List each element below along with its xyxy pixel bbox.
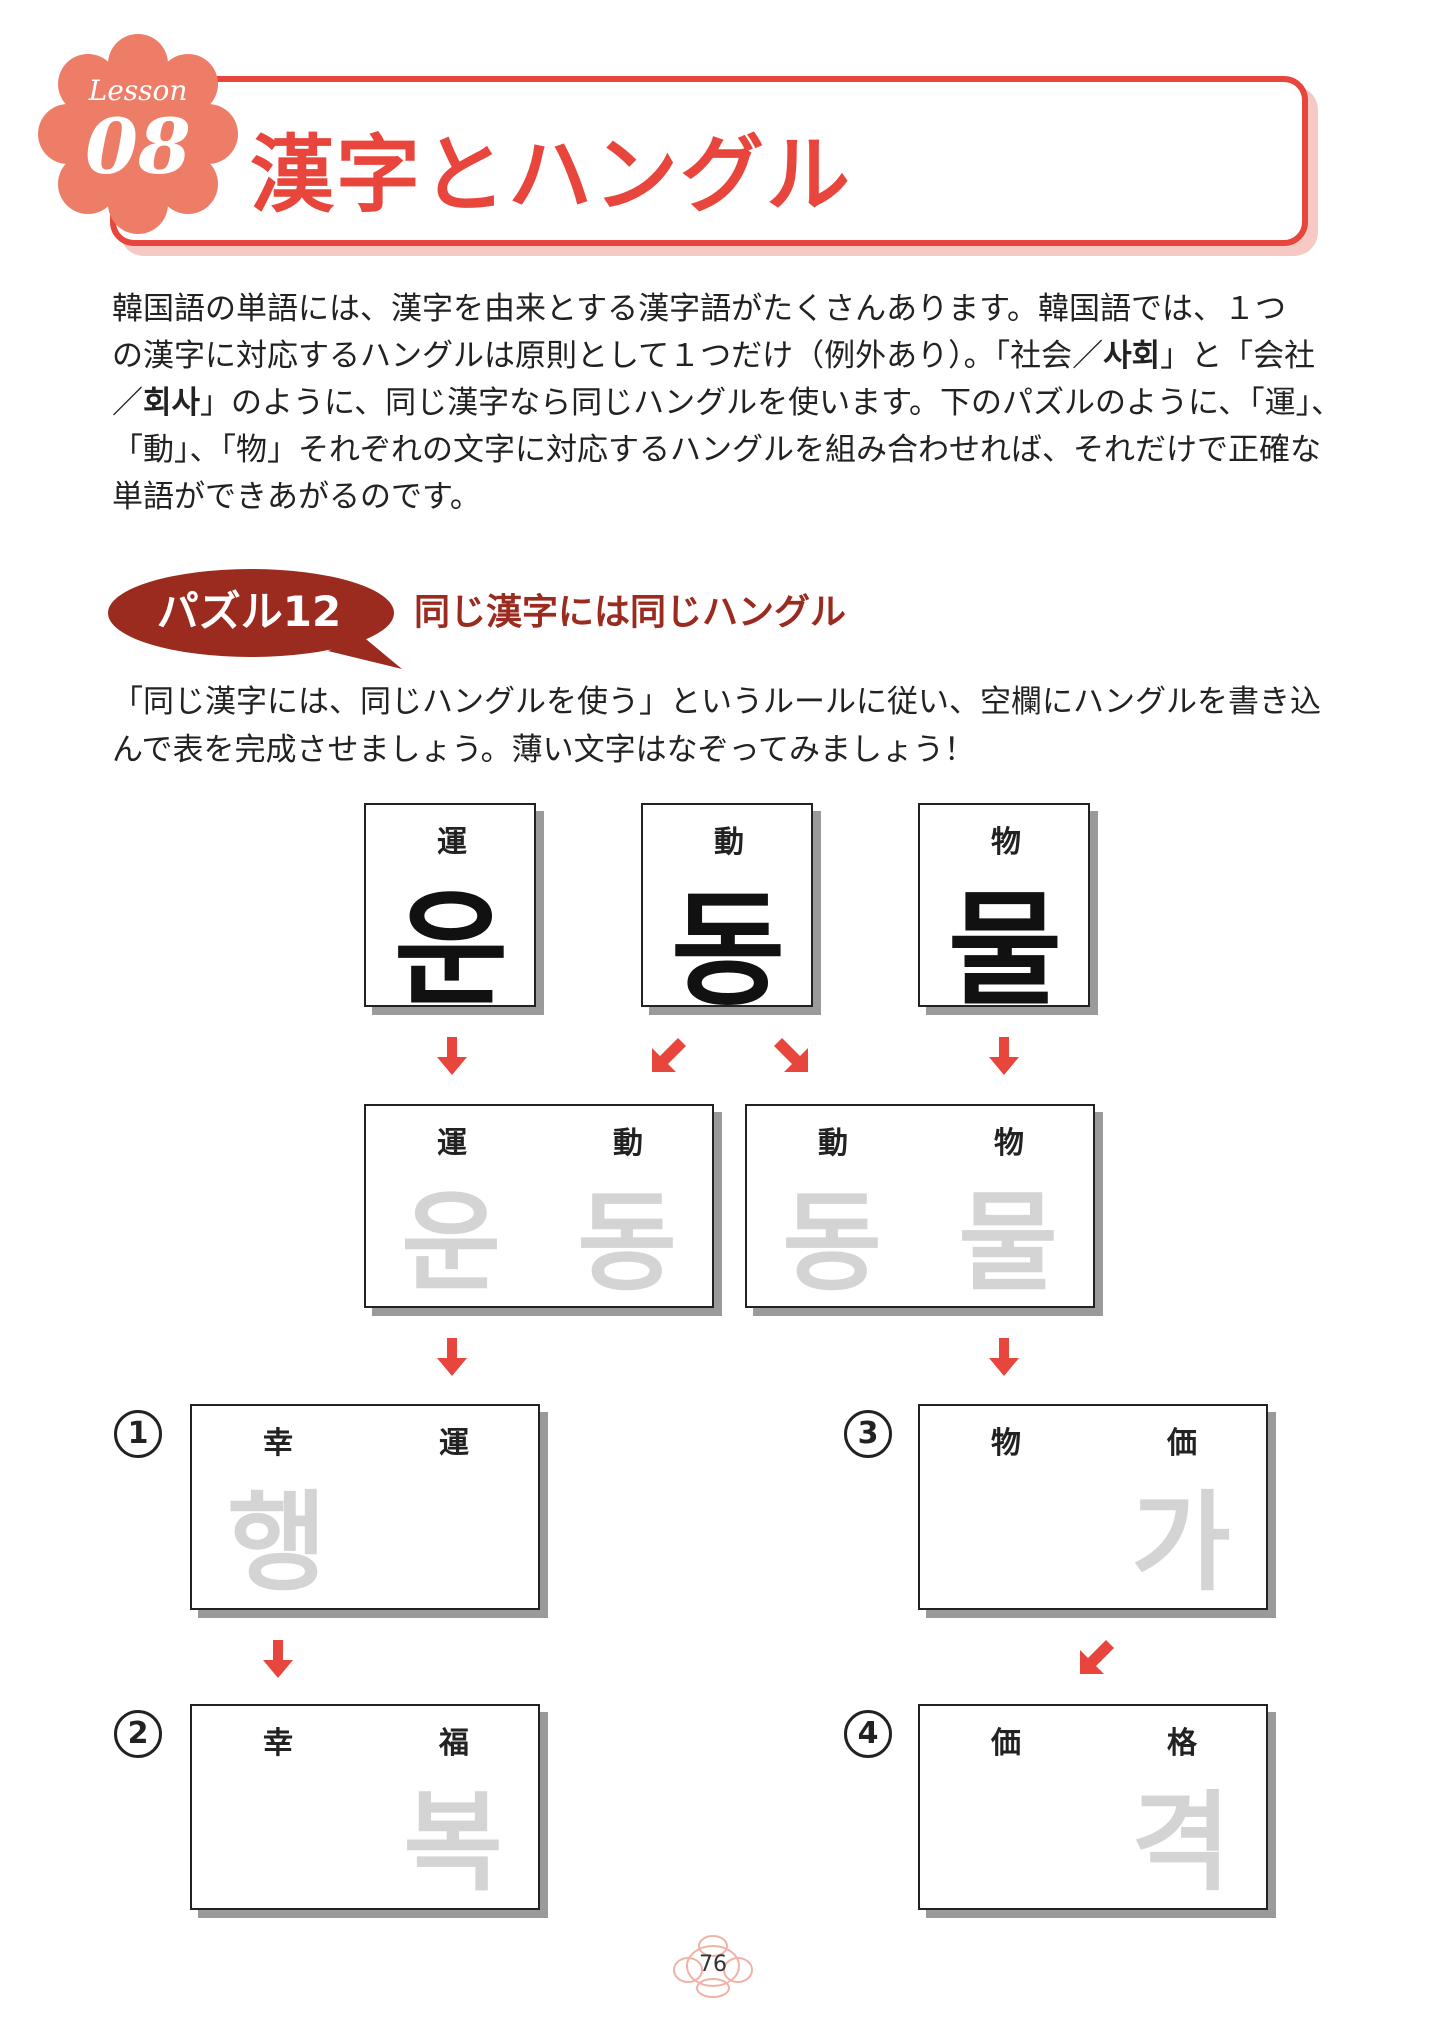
card-hangul-trace[interactable]: 행	[227, 1481, 327, 1606]
card-hangul: 동	[670, 879, 786, 1023]
number-badge-1: 1	[114, 1410, 162, 1458]
card-kanji: 動	[818, 1126, 848, 1161]
puzzle-instructions: 「同じ漢字には、同じハングルを使う」というルールに従い、空欄にハングルを書き込 …	[112, 678, 1338, 774]
card-kanji: 幸	[263, 1426, 293, 1461]
arrow-down-right-icon	[774, 1038, 808, 1072]
bottom-card-4: 価 格 격	[918, 1704, 1268, 1910]
lesson-number: 08	[85, 102, 191, 191]
card-kanji: 価	[991, 1726, 1021, 1761]
card-hangul: 운	[393, 879, 509, 1023]
top-card-mul: 物 물	[918, 803, 1090, 1023]
card-kanji: 物	[991, 1426, 1021, 1461]
arrow-down-icon	[263, 1640, 293, 1678]
bottom-card-3: 物 価 가	[918, 1404, 1268, 1610]
number-badge-2: 2	[114, 1710, 162, 1758]
intro-line: 「動」、「物」それぞれの文字に対応するハングルを組み合わせれば、それだけで正確な	[112, 432, 1321, 468]
card-hangul-trace[interactable]: 복	[403, 1781, 503, 1906]
middle-card-undong: 運 動 운 동	[364, 1104, 714, 1308]
card-kanji: 運	[437, 1126, 467, 1161]
card-kanji: 動	[613, 1126, 643, 1161]
bottom-card-1: 幸 運 행	[190, 1404, 540, 1610]
top-card-dong: 動 동	[641, 803, 813, 1023]
intro-line: の漢字に対応するハングルは原則として１つだけ（例外あり）。「社会／사회」と「会社	[112, 338, 1316, 374]
card-kanji: 価	[1167, 1426, 1197, 1461]
bold-hangul: 회사	[143, 385, 201, 421]
intro-line: ／회사」のように、同じ漢字なら同じハングルを使います。下のパズルのように、「運」…	[112, 385, 1343, 421]
card-kanji: 物	[991, 825, 1021, 860]
card-hangul-trace[interactable]: 물	[958, 1181, 1058, 1306]
card-hangul-trace[interactable]: 동	[782, 1181, 882, 1306]
arrow-down-left-icon	[1080, 1640, 1114, 1674]
puzzle-speech-bubble	[108, 569, 402, 669]
intro-line: 韓国語の単語には、漢字を由来とする漢字語がたくさんあります。韓国語では、１つ	[112, 291, 1286, 327]
intro-paragraph: 韓国語の単語には、漢字を由来とする漢字語がたくさんあります。韓国語では、１つ の…	[112, 286, 1343, 521]
top-card-un: 運 운	[364, 803, 536, 1023]
card-hangul-trace[interactable]: 동	[577, 1181, 677, 1306]
instruction-line: んで表を完成させましょう。薄い文字はなぞってみましょう！	[112, 732, 976, 768]
card-kanji: 福	[439, 1726, 469, 1761]
card-hangul-trace[interactable]: 운	[401, 1181, 501, 1306]
lesson-word: Lesson	[88, 74, 188, 107]
card-kanji: 幸	[263, 1726, 293, 1761]
bottom-card-2: 幸 福 복	[190, 1704, 540, 1910]
puzzle-label: パズル12	[156, 587, 342, 636]
lesson-badge-flower	[38, 34, 238, 234]
intro-line: 単語ができあがるのです。	[112, 479, 481, 515]
arrow-down-icon	[989, 1037, 1019, 1075]
lesson-title: 漢字とハングル	[250, 126, 853, 224]
arrow-down-icon	[989, 1338, 1019, 1376]
arrow-down-left-icon	[652, 1038, 686, 1072]
number-badge-4: 4	[844, 1710, 892, 1758]
number-badge-3: 3	[844, 1410, 892, 1458]
card-kanji: 運	[437, 825, 467, 860]
bold-hangul: 사회	[1103, 338, 1161, 374]
card-hangul: 물	[947, 879, 1063, 1023]
page-number: 76	[699, 1952, 727, 1977]
card-kanji: 運	[439, 1426, 469, 1461]
puzzle-subtitle: 同じ漢字には同じハングル	[414, 592, 847, 633]
title-frame	[110, 76, 1308, 246]
page-number-flower-icon	[673, 1935, 753, 1998]
arrow-down-icon	[437, 1037, 467, 1075]
instruction-line: 「同じ漢字には、同じハングルを使う」というルールに従い、空欄にハングルを書き込	[112, 684, 1321, 720]
card-kanji: 物	[994, 1126, 1024, 1161]
middle-card-dongmul: 動 物 동 물	[745, 1104, 1095, 1308]
card-hangul-trace[interactable]: 가	[1131, 1481, 1231, 1606]
card-kanji: 格	[1167, 1726, 1197, 1761]
card-kanji: 動	[714, 825, 744, 860]
arrow-down-icon	[437, 1338, 467, 1376]
card-hangul-trace[interactable]: 격	[1131, 1781, 1231, 1906]
